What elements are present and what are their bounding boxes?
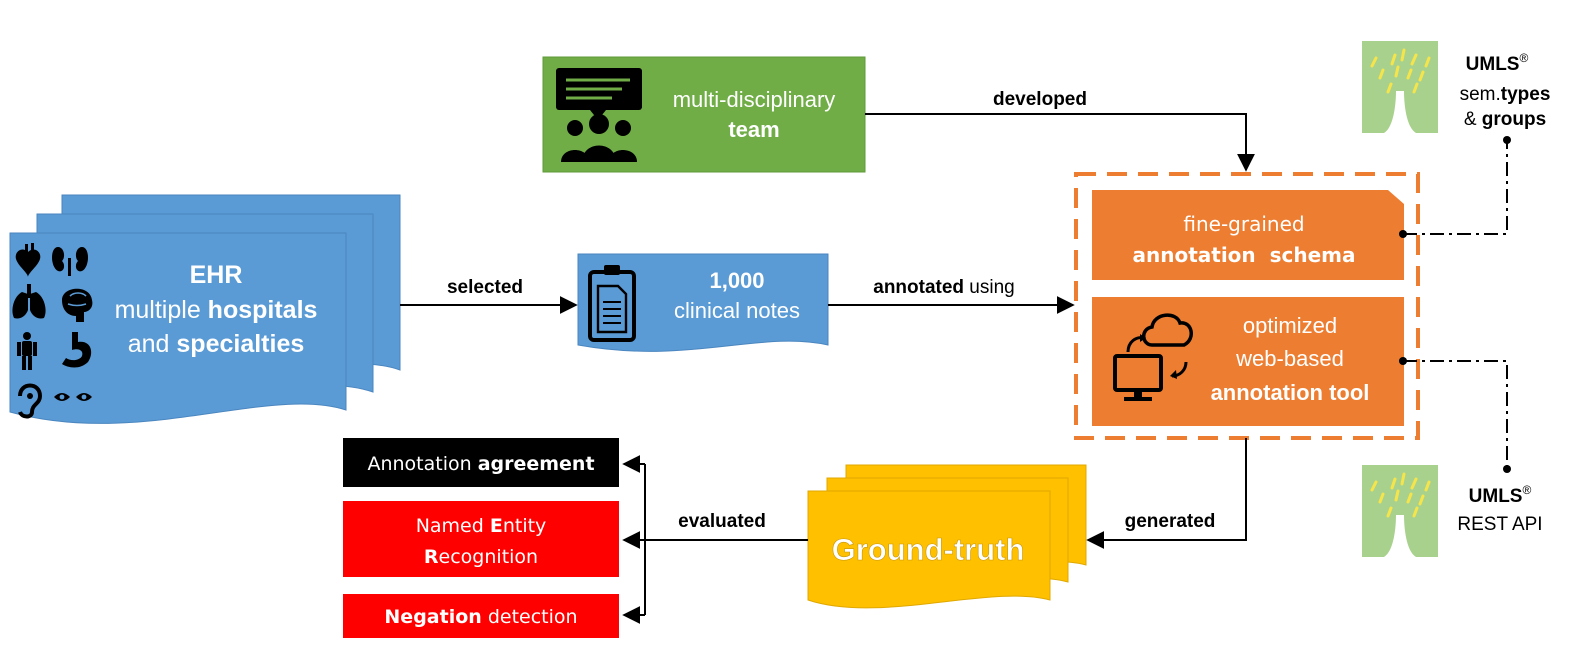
- selected-label: selected: [447, 277, 523, 298]
- kidney-icon: [52, 247, 88, 276]
- agreement-label: Annotation agreement: [367, 453, 594, 475]
- team-line2: team: [728, 117, 779, 142]
- heart-icon: [15, 243, 41, 277]
- lungs-icon: [12, 284, 46, 319]
- team-icon: [556, 68, 642, 162]
- developed-arrow: [865, 113, 1255, 172]
- ehr-line1: multiple hospitals: [115, 296, 318, 324]
- ehr-title: EHR: [190, 261, 243, 289]
- umls-bottom-connector-dot: [1503, 465, 1511, 473]
- tree-icon: [1362, 465, 1438, 557]
- brain-icon: [62, 288, 93, 322]
- annotation-schema-box: fine-grained annotation schema: [1092, 190, 1404, 280]
- evaluated-label: evaluated: [678, 511, 766, 532]
- ehr-documents: EHR multiple hospitals and specialties: [9, 194, 401, 424]
- team-line1: multi-disciplinary: [673, 87, 836, 112]
- ehr-line2: and specialties: [128, 330, 305, 358]
- schema-line1: fine-grained: [1183, 212, 1304, 236]
- schema-umls-connector: [1403, 141, 1508, 235]
- ground-truth-documents: Ground-truth: [807, 464, 1087, 609]
- umls-bottom-name: UMLS®: [1469, 483, 1532, 507]
- ner-line1: Named Entity: [416, 515, 547, 537]
- ground-truth-label: Ground-truth: [832, 532, 1025, 567]
- generated-label: generated: [1125, 511, 1216, 532]
- negation-label: Negation detection: [384, 606, 577, 628]
- generated-arrow: [1086, 438, 1247, 549]
- skeleton-icon: [17, 332, 37, 370]
- umls-top-line2: sem.types: [1460, 84, 1551, 105]
- umls-top-line3: & groups: [1464, 109, 1546, 130]
- tool-line3: annotation tool: [1211, 380, 1370, 405]
- cloud-sync-icon: [1126, 313, 1193, 379]
- tool-umls-connector: [1403, 360, 1508, 468]
- monitor-icon: [1113, 354, 1163, 401]
- umls-top: UMLS® sem.types & groups: [1362, 41, 1550, 133]
- developed-label: developed: [993, 89, 1087, 110]
- clipboard-icon: [588, 265, 636, 342]
- negation-detection-box: Negation detection: [343, 594, 619, 638]
- annotation-agreement-box: Annotation agreement: [343, 438, 619, 487]
- stomach-icon: [62, 332, 92, 368]
- annotated-label: annotated using: [873, 277, 1014, 298]
- eyes-icon: [54, 393, 92, 401]
- team-box: multi-disciplinary team: [542, 56, 866, 173]
- notes-count: 1,000: [709, 268, 764, 293]
- ner-box: Named Entity Recognition: [343, 501, 619, 577]
- annotation-tool-box: optimized web-based annotation tool: [1092, 297, 1404, 426]
- tree-icon: [1362, 41, 1438, 133]
- clinical-notes-box: 1,000 clinical notes: [577, 253, 829, 352]
- schema-line2: annotation schema: [1133, 243, 1356, 267]
- notes-label: clinical notes: [674, 298, 800, 323]
- umls-bottom: UMLS® REST API: [1362, 465, 1543, 557]
- umls-bottom-line2: REST API: [1457, 514, 1542, 535]
- umls-top-connector-dot: [1503, 136, 1511, 144]
- umls-top-name: UMLS®: [1466, 51, 1529, 75]
- tool-line1: optimized: [1243, 313, 1337, 338]
- ear-icon: [18, 383, 43, 419]
- ner-line2: Recognition: [424, 546, 538, 568]
- tool-line2: web-based: [1235, 346, 1344, 371]
